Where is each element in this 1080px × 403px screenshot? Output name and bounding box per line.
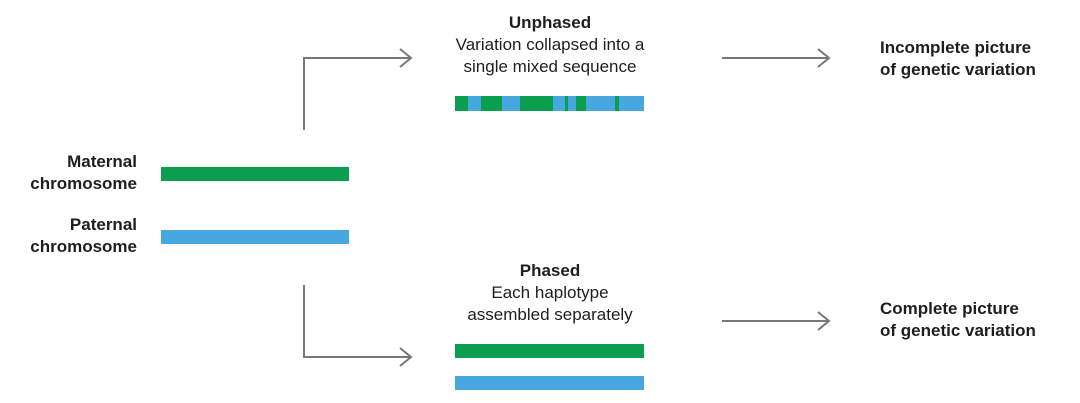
complete-outcome: Complete picture of genetic variation: [880, 298, 1075, 342]
unphased-title: Unphased: [508, 13, 592, 32]
paternal-chromosome-bar: [161, 230, 349, 244]
unphased-line2: single mixed sequence: [463, 57, 637, 76]
arrow-to-phased-head: [399, 347, 413, 367]
mixed-sequence-segment-maternal: [615, 96, 619, 111]
maternal-chromosome-bar: [161, 167, 349, 181]
maternal-label-line2: chromosome: [30, 174, 137, 193]
paternal-label-line2: chromosome: [30, 237, 137, 256]
phased-line1: Each haplotype: [491, 283, 609, 302]
incomplete-outcome: Incomplete picture of genetic variation: [880, 37, 1075, 81]
phased-maternal-bar: [455, 344, 644, 358]
complete-line2: of genetic variation: [880, 321, 1036, 340]
phased-block: Phased Each haplotype assembled separate…: [405, 260, 695, 326]
arrow-to-complete-head: [817, 311, 831, 331]
arrow-to-unphased: [303, 57, 410, 130]
phased-title: Phased: [519, 261, 581, 280]
maternal-chromosome-label: Maternal chromosome: [20, 151, 137, 195]
complete-line1: Complete picture: [880, 299, 1019, 318]
unphased-line1: Variation collapsed into a: [455, 35, 645, 54]
maternal-label-line1: Maternal: [67, 152, 137, 171]
mixed-sequence-segment-maternal: [455, 96, 468, 111]
arrow-to-unphased-head: [399, 48, 413, 68]
arrow-to-incomplete-head: [817, 48, 831, 68]
phased-line2: assembled separately: [467, 305, 633, 324]
incomplete-line2: of genetic variation: [880, 60, 1036, 79]
mixed-sequence-bar: [455, 96, 644, 111]
mixed-sequence-segment-paternal: [568, 96, 576, 111]
mixed-sequence-segment-paternal: [468, 96, 481, 111]
mixed-sequence-segment-paternal: [553, 96, 565, 111]
phased-paternal-bar: [455, 376, 644, 390]
mixed-sequence-segment-maternal: [565, 96, 568, 111]
paternal-label-line1: Paternal: [69, 215, 137, 234]
unphased-block: Unphased Variation collapsed into a sing…: [405, 12, 695, 78]
mixed-sequence-segment-paternal: [586, 96, 615, 111]
mixed-sequence-segment-maternal: [520, 96, 553, 111]
mixed-sequence-segment-maternal: [576, 96, 586, 111]
mixed-sequence-segment-maternal: [481, 96, 502, 111]
paternal-chromosome-label: Paternal chromosome: [20, 214, 137, 258]
mixed-sequence-segment-paternal: [619, 96, 644, 111]
arrow-to-phased: [303, 285, 410, 358]
mixed-sequence-segment-paternal: [502, 96, 520, 111]
incomplete-line1: Incomplete picture: [880, 38, 1032, 57]
